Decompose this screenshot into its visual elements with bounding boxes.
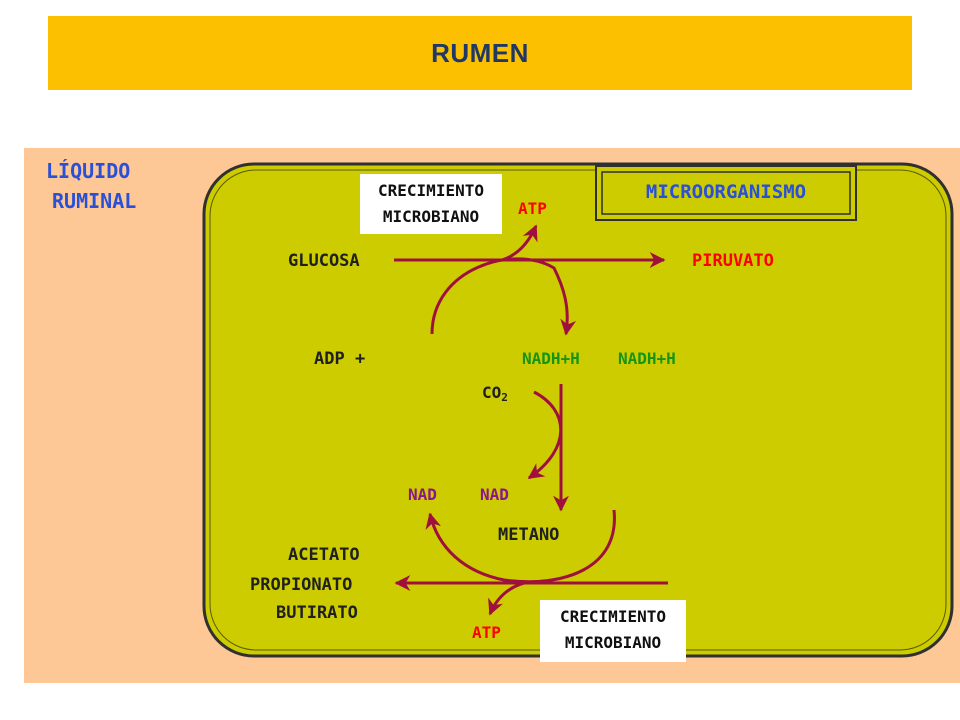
microorganism-label-inner-frame (601, 171, 851, 215)
butyrate-label: BUTIRATO (276, 603, 358, 623)
co2-subscript: 2 (501, 391, 508, 404)
acetate-label: ACETATO (288, 545, 360, 565)
methane-label: METANO (498, 525, 559, 545)
adp-to-atp-arc (430, 257, 577, 336)
microorganism-label-frame (595, 165, 857, 221)
co2-base: CO (482, 383, 501, 402)
microorganism-label: MICROORGANISMO (646, 181, 806, 203)
glucose-label: GLUCOSA (288, 251, 360, 271)
rumen-diagram: LÍQUIDO RUMINAL MICROORGANISMO CRECIMIEN… (24, 148, 960, 683)
growth-box-bottom (540, 600, 686, 662)
growth-box-bottom-line1: CRECIMIENTO (560, 607, 666, 626)
nadh-label-1: NADH+H (522, 349, 580, 368)
growth-box-top-line1: CRECIMIENTO (378, 181, 484, 200)
atp-bottom-label: ATP (472, 623, 501, 642)
lower-recycle-arc (425, 509, 616, 584)
pyruvate-label: PIRUVATO (692, 251, 774, 271)
growth-box-top-line2: MICROBIANO (383, 207, 479, 226)
nad-label-1: NAD (408, 485, 437, 504)
nadh-label-2: NADH+H (618, 349, 676, 368)
growth-box-top (360, 174, 502, 234)
nad-label-2: NAD (480, 485, 509, 504)
diagram-canvas: LÍQUIDO RUMINAL MICROORGANISMO CRECIMIEN… (24, 148, 960, 683)
atp-bottom-branch-arrow (488, 581, 525, 616)
outside-label-line2: RUMINAL (52, 189, 136, 213)
page-title: RUMEN (431, 37, 529, 68)
adp-label: ADP + (314, 349, 365, 369)
growth-box-bottom-line2: MICROBIANO (565, 633, 661, 652)
propionate-label: PROPIONATO (250, 575, 352, 595)
outside-label-line1: LÍQUIDO (46, 159, 130, 183)
atp-top-label: ATP (518, 199, 547, 218)
title-banner: RUMEN (48, 16, 912, 90)
co2-label: CO2 (482, 383, 508, 404)
